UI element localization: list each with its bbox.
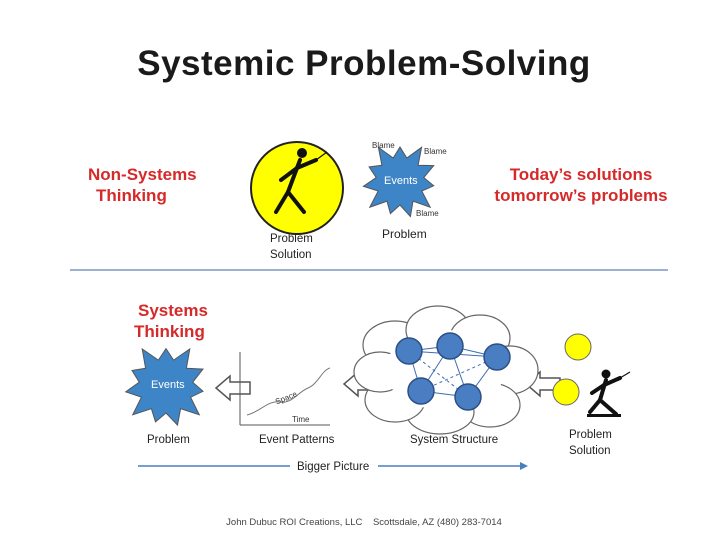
bottom-problem-solution-line-2: Solution: [569, 443, 612, 459]
axis-time-label: Time: [292, 415, 309, 424]
top-problem-label: Problem: [382, 226, 427, 242]
top-problem-solution-line-1: Problem: [270, 231, 313, 247]
network-node: [408, 378, 434, 404]
bottom-problem-solution-line-1: Problem: [569, 427, 612, 443]
footer-credit: John Dubuc ROI Creations, LLC Scottsdale…: [0, 517, 728, 528]
top-problem-solution-label: Problem Solution: [270, 231, 313, 263]
top-sun-fencer-icon: [251, 142, 343, 234]
small-sun-icon: [565, 334, 591, 360]
non-systems-line-2: Thinking: [88, 185, 197, 206]
arrow-left-icon: [216, 376, 250, 400]
network-node: [396, 338, 422, 364]
event-patterns-label: Event Patterns: [259, 432, 334, 448]
bigger-picture-label: Bigger Picture: [297, 459, 369, 475]
system-cloud: [354, 306, 538, 434]
blame-label: Blame: [372, 141, 395, 150]
small-sun-icon: [553, 379, 579, 405]
fencer-icon: [587, 370, 630, 418]
systems-thinking-line-2: Thinking: [134, 321, 208, 342]
network-node: [455, 384, 481, 410]
blame-label: Blame: [424, 147, 447, 156]
network-node: [437, 333, 463, 359]
todays-solutions-label: Today’s solutions tomorrow’s problems: [486, 164, 676, 206]
todays-solutions-line-1: Today’s solutions: [486, 164, 676, 185]
systems-thinking-line-1: Systems: [134, 300, 208, 321]
bottom-events-label: Events: [151, 379, 185, 391]
non-systems-label: Non-Systems Thinking: [88, 164, 197, 206]
bottom-problem-solution-label: Problem Solution: [569, 427, 612, 459]
bottom-problem-label: Problem: [147, 432, 190, 448]
event-pattern-graph: [240, 352, 330, 425]
blame-label: Blame: [416, 209, 439, 218]
todays-solutions-line-2: tomorrow’s problems: [486, 185, 676, 206]
network-node: [484, 344, 510, 370]
system-structure-label: System Structure: [410, 432, 498, 448]
systems-thinking-label: Systems Thinking: [134, 300, 208, 342]
slide-title: Systemic Problem-Solving: [0, 44, 728, 84]
top-events-label: Events: [384, 175, 418, 187]
top-problem-solution-line-2: Solution: [270, 247, 313, 263]
non-systems-line-1: Non-Systems: [88, 164, 197, 185]
